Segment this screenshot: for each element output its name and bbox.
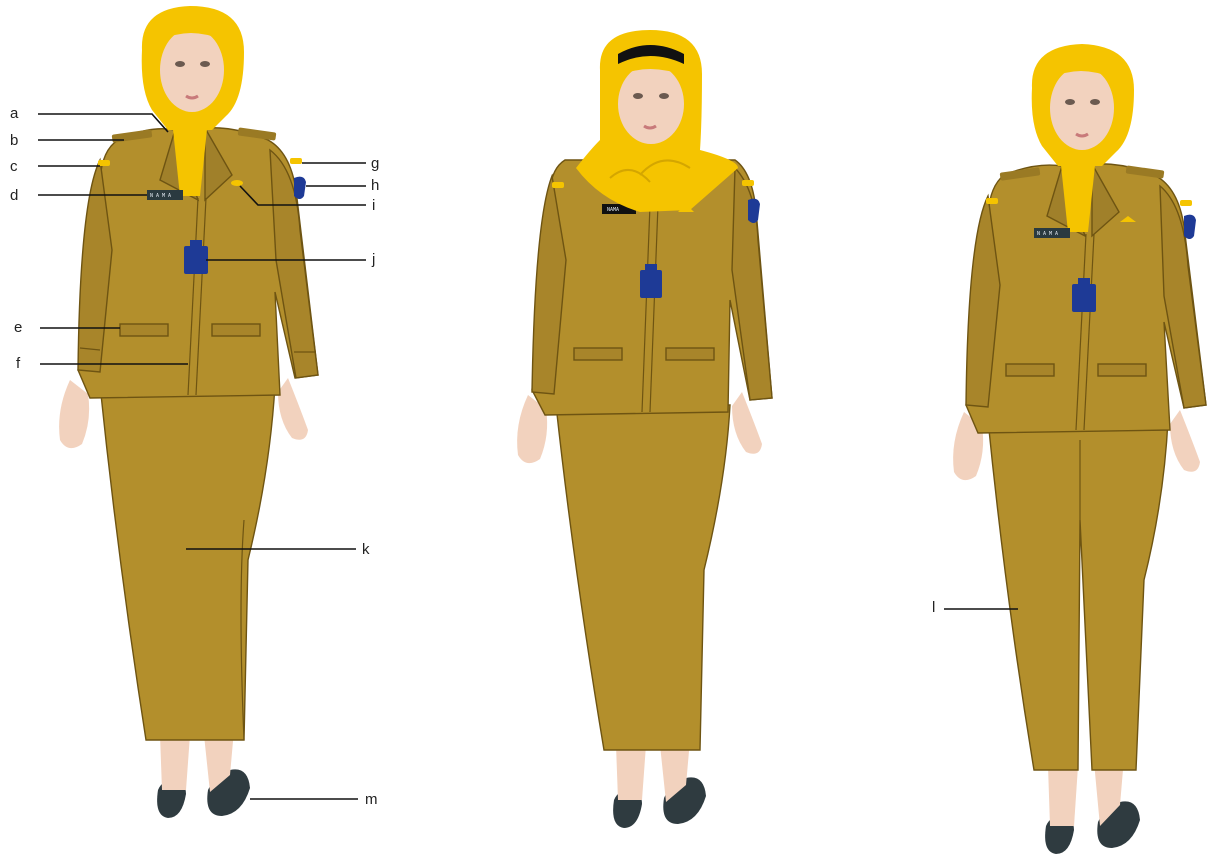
nametag-text: NAMA: [607, 207, 619, 213]
nametag-text: N A M A: [1037, 231, 1058, 237]
label-a: a: [10, 105, 19, 122]
right-hand: [1170, 410, 1200, 472]
right-hand: [278, 378, 308, 440]
collar-pin: [231, 180, 243, 186]
label-f: f: [16, 355, 21, 372]
label-l: l: [932, 599, 935, 616]
trousers: [988, 420, 1168, 770]
sleeve-badge: [748, 199, 760, 223]
left-hand: [59, 380, 89, 448]
label-e: e: [14, 319, 22, 336]
figure-2-skirt-uniform-long-hijab: NAMA: [517, 30, 772, 828]
figure-1-skirt-uniform: N A M A: [59, 6, 318, 818]
label-k: k: [362, 541, 370, 558]
label-h: h: [371, 177, 379, 194]
label-d: d: [10, 187, 18, 204]
face: [618, 64, 684, 144]
id-card: [640, 270, 662, 298]
right-hand: [732, 392, 762, 454]
label-m: m: [365, 791, 378, 808]
figure-3-trouser-uniform: N A M A: [953, 44, 1206, 854]
skirt: [556, 405, 730, 750]
label-i: i: [372, 197, 375, 214]
sleeve-badge: [1184, 215, 1196, 239]
label-c: c: [10, 158, 18, 175]
label-b: b: [10, 132, 18, 149]
sleeve-badge: [294, 177, 306, 199]
nametag-text: N A M A: [150, 193, 171, 199]
id-card: [184, 246, 208, 274]
label-g: g: [371, 155, 379, 172]
skirt: [100, 385, 275, 740]
id-card: [1072, 284, 1096, 312]
label-j: j: [371, 251, 375, 268]
